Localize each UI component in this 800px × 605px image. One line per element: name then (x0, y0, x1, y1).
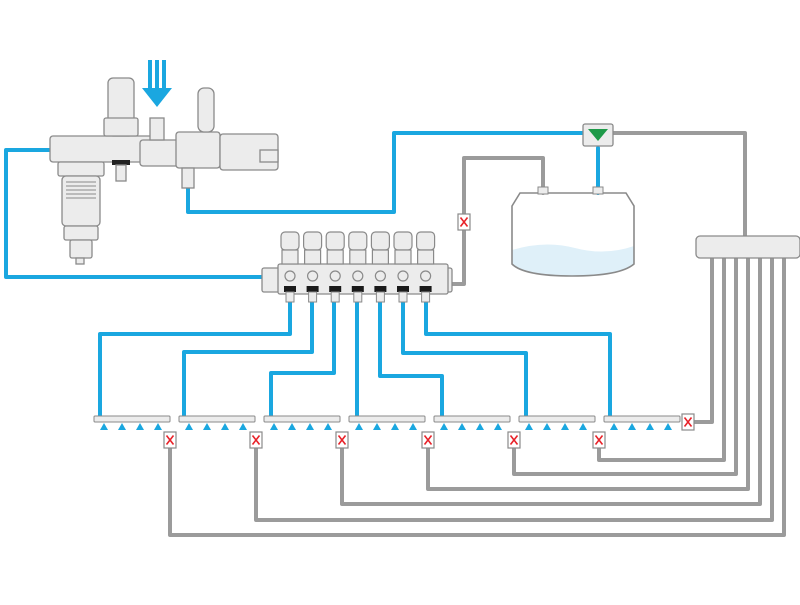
manifold-valves (280, 231, 436, 303)
spray-nozzle-icon (154, 423, 162, 430)
spray-nozzle-icon (646, 423, 654, 430)
spray-zone (93, 415, 171, 430)
spray-nozzle-icon (270, 423, 278, 430)
spray-nozzle-icon (373, 423, 381, 430)
spray-nozzle-icon (136, 423, 144, 430)
spray-nozzle-icon (355, 423, 363, 430)
drain-valve-icon (457, 213, 471, 231)
water-line-zone-1 (98, 300, 292, 418)
spray-nozzle-icon (203, 423, 211, 430)
pressure-regulator-icon (103, 77, 139, 182)
drain-line-zone-6 (597, 256, 726, 462)
zone-solenoid-icon (303, 231, 323, 303)
spray-zone (518, 415, 596, 430)
spray-nozzle-icon (324, 423, 332, 430)
spray-nozzle-icon (628, 423, 636, 430)
check-valve-icon (582, 123, 614, 147)
spray-zone (603, 415, 681, 430)
regulator-gauge-ring (112, 160, 130, 165)
drain-line-zone-2 (254, 256, 774, 522)
spray-nozzle-icon (561, 423, 569, 430)
drain-line-tank-return (444, 156, 545, 286)
spray-nozzle-icon (100, 423, 108, 430)
spray-nozzle-icon (664, 423, 672, 430)
water-line-to-check-valve (186, 131, 592, 214)
spray-nozzle-icon (610, 423, 618, 430)
drain-valve-icon (592, 431, 606, 449)
spray-zone (348, 415, 426, 430)
spray-nozzle-icon (239, 423, 247, 430)
zone-solenoid-icon (325, 231, 345, 303)
valve-manifold-icon (261, 231, 453, 303)
drain-valve-icon (249, 431, 263, 449)
water-line-zone-5 (378, 300, 444, 418)
drain-line-zone-4 (426, 256, 750, 491)
spray-nozzle-icon (118, 423, 126, 430)
drain-line-zone-3 (340, 256, 762, 506)
filter-housing-icon (49, 135, 161, 265)
spray-nozzle-icon (185, 423, 193, 430)
zone-solenoid-icon (370, 231, 390, 303)
solenoid-valve-icon (139, 87, 279, 189)
drain-valve-icon (457, 213, 471, 231)
drain-line-zone-7 (686, 256, 714, 424)
spray-nozzle-icon (476, 423, 484, 430)
zone-solenoid-icon (348, 231, 368, 303)
drain-valve-icon (421, 431, 435, 449)
spray-zone (263, 415, 341, 430)
water-line-zone-7 (424, 300, 612, 418)
tank-body (511, 192, 635, 277)
drain-valves (163, 413, 695, 449)
check-valve-arrow (588, 129, 608, 141)
water-lines (4, 131, 612, 418)
drain-lines (168, 131, 786, 537)
zone-solenoid-icon (416, 231, 436, 303)
spray-nozzle-icon (391, 423, 399, 430)
spray-nozzle-icon (221, 423, 229, 430)
spray-zones (93, 415, 681, 430)
drain-collector-icon (695, 235, 800, 259)
tank-water (512, 244, 634, 276)
drain-line-zone-5 (512, 256, 738, 476)
water-line-zone-2 (182, 300, 314, 418)
drain-valve-icon (681, 413, 695, 431)
tank-icon (511, 186, 635, 277)
spray-nozzle-icon (525, 423, 533, 430)
spray-zone (178, 415, 256, 430)
spray-nozzle-icon (543, 423, 551, 430)
drain-line-overflow (608, 131, 747, 238)
zone-solenoid-icon (393, 231, 413, 303)
inlet-assembly (49, 60, 279, 265)
water-line-mains-to-filter (4, 148, 264, 279)
drain-valve-icon (163, 431, 177, 449)
inlet-arrow-icon (142, 60, 172, 107)
spray-nozzle-icon (288, 423, 296, 430)
water-line-zone-3 (269, 300, 336, 418)
spray-nozzle-icon (409, 423, 417, 430)
drain-line-zone-1 (168, 256, 786, 537)
tank-inlet-fitting (592, 186, 604, 195)
tank-return-fitting (537, 186, 549, 195)
drain-valve-icon (507, 431, 521, 449)
spray-nozzle-icon (440, 423, 448, 430)
spray-nozzle-icon (494, 423, 502, 430)
spray-nozzle-icon (306, 423, 314, 430)
spray-nozzle-icon (579, 423, 587, 430)
water-line-zone-6 (401, 300, 528, 418)
zone-solenoid-icon (280, 231, 300, 303)
spray-zone (433, 415, 511, 430)
spray-nozzle-icon (458, 423, 466, 430)
drain-valve-icon (335, 431, 349, 449)
